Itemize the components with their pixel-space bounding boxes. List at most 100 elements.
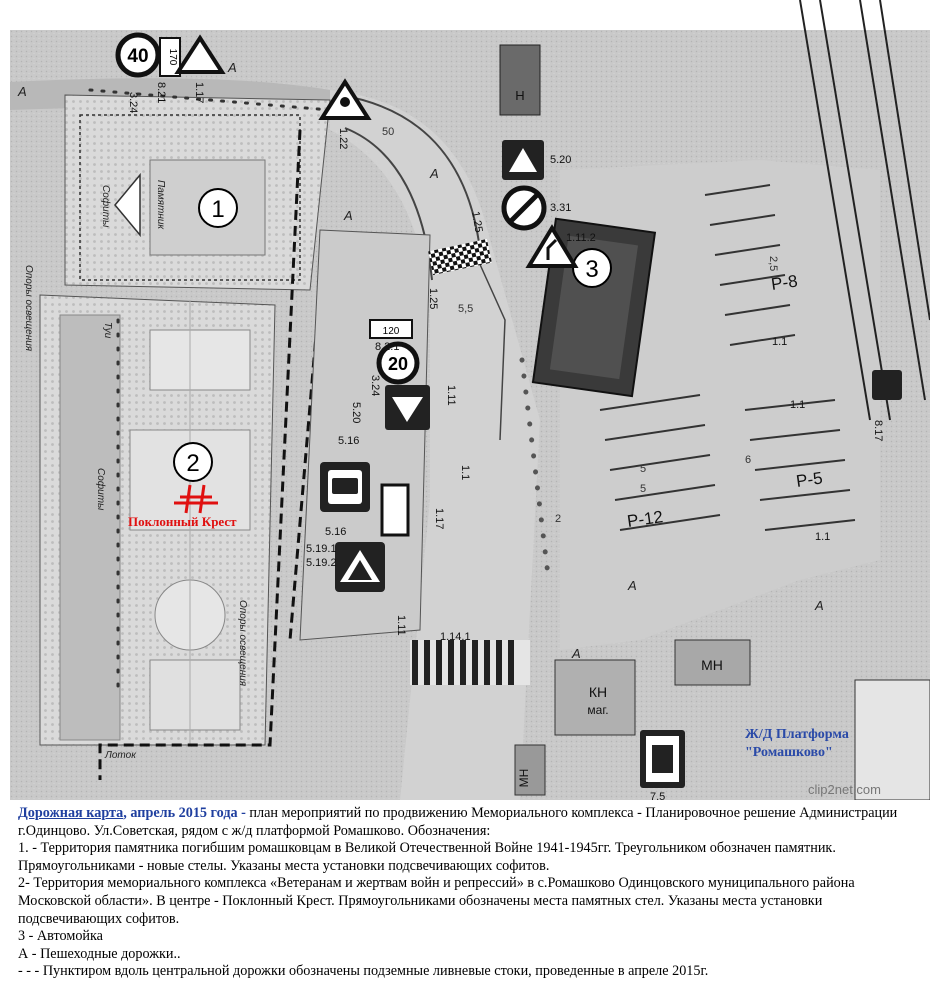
code-3-31: 3.31 bbox=[550, 202, 571, 214]
railway bbox=[799, 0, 930, 421]
path-letter-a-4: А bbox=[429, 166, 439, 181]
dim-5-b: 5 bbox=[640, 483, 646, 495]
building-mn-label: МН bbox=[701, 657, 723, 673]
zone-3-number: 3 bbox=[585, 256, 598, 283]
zone-1-number: 1 bbox=[211, 196, 224, 223]
zone-2-marker: 2 bbox=[173, 442, 213, 482]
curve-warning-sign bbox=[525, 224, 579, 268]
dim-5-a: 5 bbox=[640, 463, 646, 475]
path-letter-a-6: А bbox=[814, 598, 824, 613]
note-pamyatnik: Памятник bbox=[155, 180, 166, 230]
building-kn-shop bbox=[554, 659, 636, 736]
code-1-22: 1.22 bbox=[337, 128, 349, 149]
parking-p5-label: Р-5 bbox=[795, 468, 824, 490]
parking-sign bbox=[872, 370, 902, 400]
code-1-11-b: 1.11 bbox=[395, 615, 407, 636]
path-letter-a-7: А bbox=[571, 646, 581, 661]
speed-40-value: 40 bbox=[127, 46, 148, 67]
pedestrian-warning-sign bbox=[318, 78, 372, 120]
path-letter-a-1: А bbox=[17, 84, 27, 99]
code-1-1-c: 1.1 bbox=[790, 399, 805, 411]
warning-triangle-sign bbox=[174, 34, 226, 74]
code-5-16-b: 5.16 bbox=[325, 526, 346, 538]
building-mn bbox=[674, 639, 751, 686]
code-5-16-a: 5.16 bbox=[338, 435, 359, 447]
no-entry-sign bbox=[501, 185, 547, 231]
cross-label: Поклонный Крест bbox=[128, 514, 237, 529]
building-kn-label: КН bbox=[589, 684, 607, 700]
path-letter-a-5: А bbox=[627, 578, 637, 593]
dim-2-5: 2,5 bbox=[767, 256, 779, 271]
dim-6: 6 bbox=[745, 454, 751, 466]
speed-limit-20-sign: 20 bbox=[376, 341, 420, 385]
parking-p8-label: Р-8 bbox=[770, 271, 799, 293]
small-info-sign bbox=[380, 483, 410, 537]
code-5-19-1: 5.19.1 bbox=[306, 543, 337, 555]
station-label-line1: Ж/Д Платформа bbox=[745, 727, 849, 742]
legend-item-2: 2- Территория мемориального комплекса «В… bbox=[18, 875, 855, 927]
code-5-19-2: 5.19.2 bbox=[306, 557, 337, 569]
legend-item-3: 3 - Автомойка bbox=[18, 928, 103, 945]
code-1-1-b: 1.1 bbox=[772, 336, 787, 348]
zone-1-marker: 1 bbox=[198, 188, 238, 228]
legend-header: Дорожная карта, апрель 2015 года - план … bbox=[18, 805, 918, 840]
legend-title-link[interactable]: Дорожная карта bbox=[18, 805, 124, 821]
speed-20-value: 20 bbox=[388, 354, 408, 374]
code-1-1-a: 1.1 bbox=[459, 465, 471, 480]
zone-3-marker: 3 bbox=[572, 248, 612, 288]
code-1-11-2: 1.11.2 bbox=[566, 232, 596, 244]
legend: Дорожная карта, апрель 2015 года - план … bbox=[18, 805, 918, 981]
station-label-line2: "Ромашково" bbox=[745, 745, 833, 760]
code-8-17: 8.17 bbox=[872, 420, 884, 441]
code-3-24-a: 3.24 bbox=[127, 92, 139, 113]
legend-item-1: 1. - Территория памятника погибшим ромаш… bbox=[18, 840, 836, 874]
path-letter-a-2: А bbox=[227, 60, 237, 75]
note-sofity-1: Софиты bbox=[100, 185, 112, 228]
code-8-2-1: 8.2.1 bbox=[375, 341, 399, 353]
legend-title-desc: план мероприятий по продвижению Мемориал… bbox=[18, 805, 898, 839]
road-map: 1 2 3 40 170 120 bbox=[0, 0, 930, 800]
code-5-20-b: 5.20 bbox=[350, 402, 362, 423]
station-label: Ж/Д Платформа "Ромашково" bbox=[745, 726, 849, 762]
legend-item-5: - - - Пунктиром вдоль центральной дорожк… bbox=[18, 963, 709, 980]
code-3-24-b: 3.24 bbox=[369, 375, 381, 396]
code-7-5: 7.5 bbox=[650, 791, 665, 800]
building-h bbox=[499, 44, 541, 116]
code-1-25-a: 1.25 bbox=[469, 210, 485, 233]
code-5-20-a: 5.20 bbox=[550, 154, 571, 166]
crosswalk-lower bbox=[410, 640, 530, 685]
main-road bbox=[330, 90, 540, 800]
dim-2: 2 bbox=[555, 513, 561, 525]
note-sofity-2: Софиты bbox=[95, 468, 107, 511]
plate-120-value: 120 bbox=[383, 326, 400, 337]
drainage-dashed-line bbox=[98, 129, 302, 780]
distance-plate-170: 170 bbox=[159, 37, 181, 77]
railway-station-sign bbox=[640, 730, 685, 788]
pedestrian-crossing-sign bbox=[335, 542, 385, 592]
plate-170-value: 170 bbox=[167, 49, 178, 66]
building-mn-small-label: МН bbox=[517, 769, 531, 788]
code-1-25-b: 1.25 bbox=[427, 288, 439, 309]
crosswalk-upper bbox=[428, 239, 492, 275]
legend-item-4: А - Пешеходные дорожки.. bbox=[18, 945, 181, 962]
zone-2-number: 2 bbox=[186, 450, 199, 477]
building-kn-sub-label: маг. bbox=[587, 703, 608, 717]
code-1-14-1: 1.14.1 bbox=[440, 631, 471, 643]
dim-5-5: 5,5 bbox=[458, 303, 473, 315]
speed-limit-40-sign: 40 bbox=[115, 32, 161, 78]
monument-triangle bbox=[114, 172, 141, 238]
note-opory-2: Опоры освещения bbox=[237, 600, 248, 687]
parking-p12-label: Р-12 bbox=[626, 507, 664, 531]
code-1-11-a: 1.11 bbox=[445, 385, 457, 406]
priority-road-sign bbox=[502, 140, 544, 180]
code-1-1-d: 1.1 bbox=[815, 531, 830, 543]
path-letter-a-3: А bbox=[343, 208, 353, 223]
note-opory-1: Опоры освещения bbox=[23, 265, 34, 352]
station-platform bbox=[854, 679, 930, 800]
code-8-21-a: 8.21 bbox=[155, 82, 167, 103]
building-mn-small bbox=[514, 744, 546, 796]
note-tui: Туи bbox=[102, 322, 113, 339]
bus-stop-sign bbox=[320, 462, 370, 512]
cross-icon bbox=[174, 484, 218, 514]
parking-slots bbox=[599, 184, 856, 531]
